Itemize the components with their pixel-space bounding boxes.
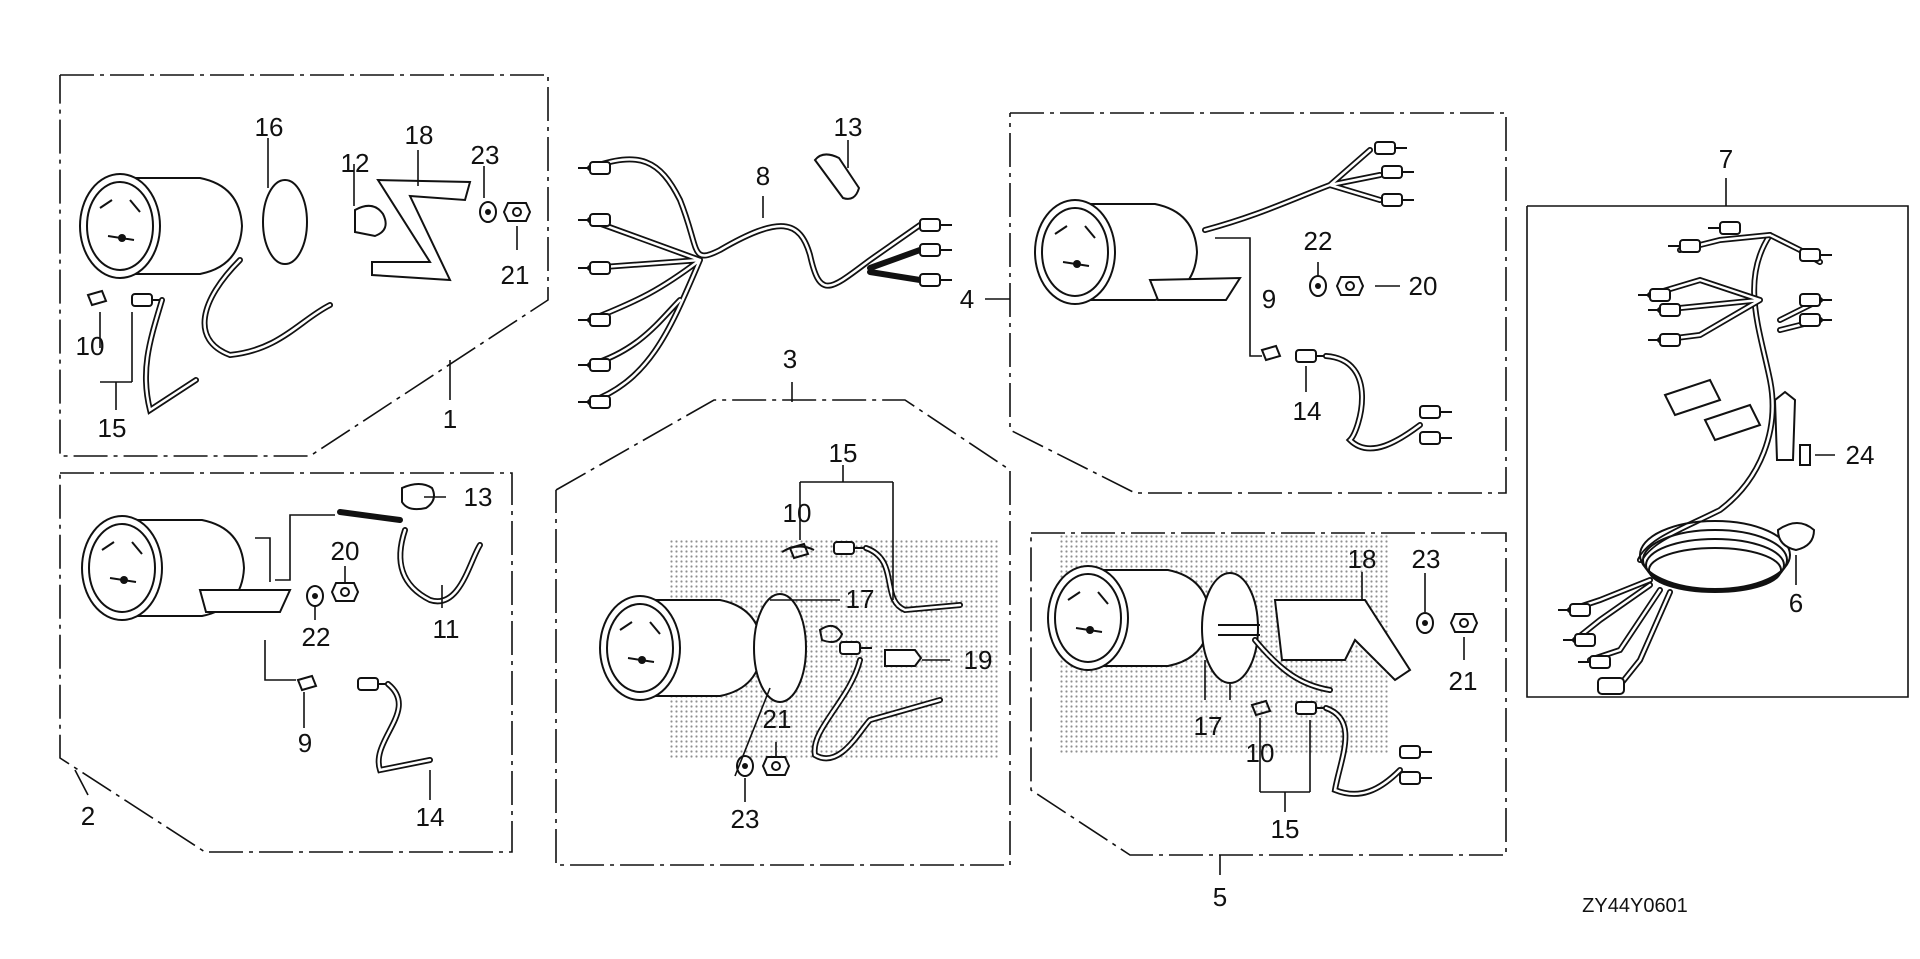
assembly-4-group: 4 22 20 9 14 [960, 112, 1507, 494]
callout-13b: 13 [834, 112, 863, 142]
bracket-18b [1273, 599, 1412, 682]
assembly-label-1: 1 [443, 404, 457, 434]
assembly-label-3: 3 [783, 344, 797, 374]
callout-20: 20 [1409, 271, 1438, 301]
part-19 [884, 649, 923, 667]
assembly-1-group: 16 18 12 23 21 10 15 1 [59, 74, 549, 457]
callout-17: 17 [846, 584, 875, 614]
clamp-12 [354, 204, 387, 238]
assembly-label-2: 2 [81, 801, 95, 831]
callout-11: 11 [433, 614, 460, 644]
diagram-code: ZY44Y0601 [1582, 895, 1688, 917]
callout-15: 15 [829, 438, 858, 468]
callout-15: 15 [1271, 814, 1300, 844]
callout-10: 10 [1246, 738, 1275, 768]
assembly-2-group: 13 20 22 11 9 14 2 [59, 472, 513, 853]
callout-14: 14 [416, 802, 445, 832]
callout-18: 18 [1348, 544, 1377, 574]
callout-10: 10 [783, 498, 812, 528]
callout-21: 21 [1449, 666, 1478, 696]
callout-22: 22 [1304, 226, 1333, 256]
callout-22: 22 [302, 622, 331, 652]
callout-16: 16 [255, 112, 284, 142]
callout-8: 8 [756, 161, 770, 191]
assembly-label-7: 7 [1719, 144, 1733, 174]
callout-19: 19 [964, 645, 993, 675]
assembly-7-group: 7 24 6 [1526, 144, 1909, 698]
harness-8-group: 8 13 [577, 112, 953, 409]
callout-18: 18 [405, 120, 434, 150]
callout-13: 13 [464, 482, 493, 512]
callout-23: 23 [471, 140, 500, 170]
callout-12: 12 [341, 148, 370, 178]
callout-21: 21 [763, 704, 792, 734]
callout-24: 24 [1846, 440, 1875, 470]
clip-13b [813, 153, 861, 200]
assembly-3-group: 3 15 10 17 19 21 23 [555, 344, 1011, 866]
callout-15: 15 [98, 413, 127, 443]
gauge-1-part [79, 173, 243, 279]
assembly-label-4: 4 [960, 284, 974, 314]
grommet-6 [1776, 522, 1816, 552]
callout-9: 9 [1262, 284, 1276, 314]
gauge-bracket-ring [262, 179, 308, 265]
callout-10: 10 [76, 331, 105, 361]
assembly-label-5: 5 [1213, 882, 1227, 912]
callout-9: 9 [298, 728, 312, 758]
bracket-18 [371, 178, 472, 282]
assembly-5-group: 18 23 21 17 10 15 5 [1030, 532, 1507, 912]
callout-14: 14 [1293, 396, 1322, 426]
gauge-3-part [599, 595, 763, 701]
callout-20: 20 [331, 536, 360, 566]
clip-13 [401, 483, 435, 511]
callout-17: 17 [1194, 711, 1223, 741]
gauge-5-part [1047, 565, 1211, 671]
callout-23: 23 [731, 804, 760, 834]
callout-23: 23 [1412, 544, 1441, 574]
callout-21: 21 [501, 260, 530, 290]
switch-part [1773, 390, 1797, 461]
callout-6: 6 [1789, 588, 1803, 618]
